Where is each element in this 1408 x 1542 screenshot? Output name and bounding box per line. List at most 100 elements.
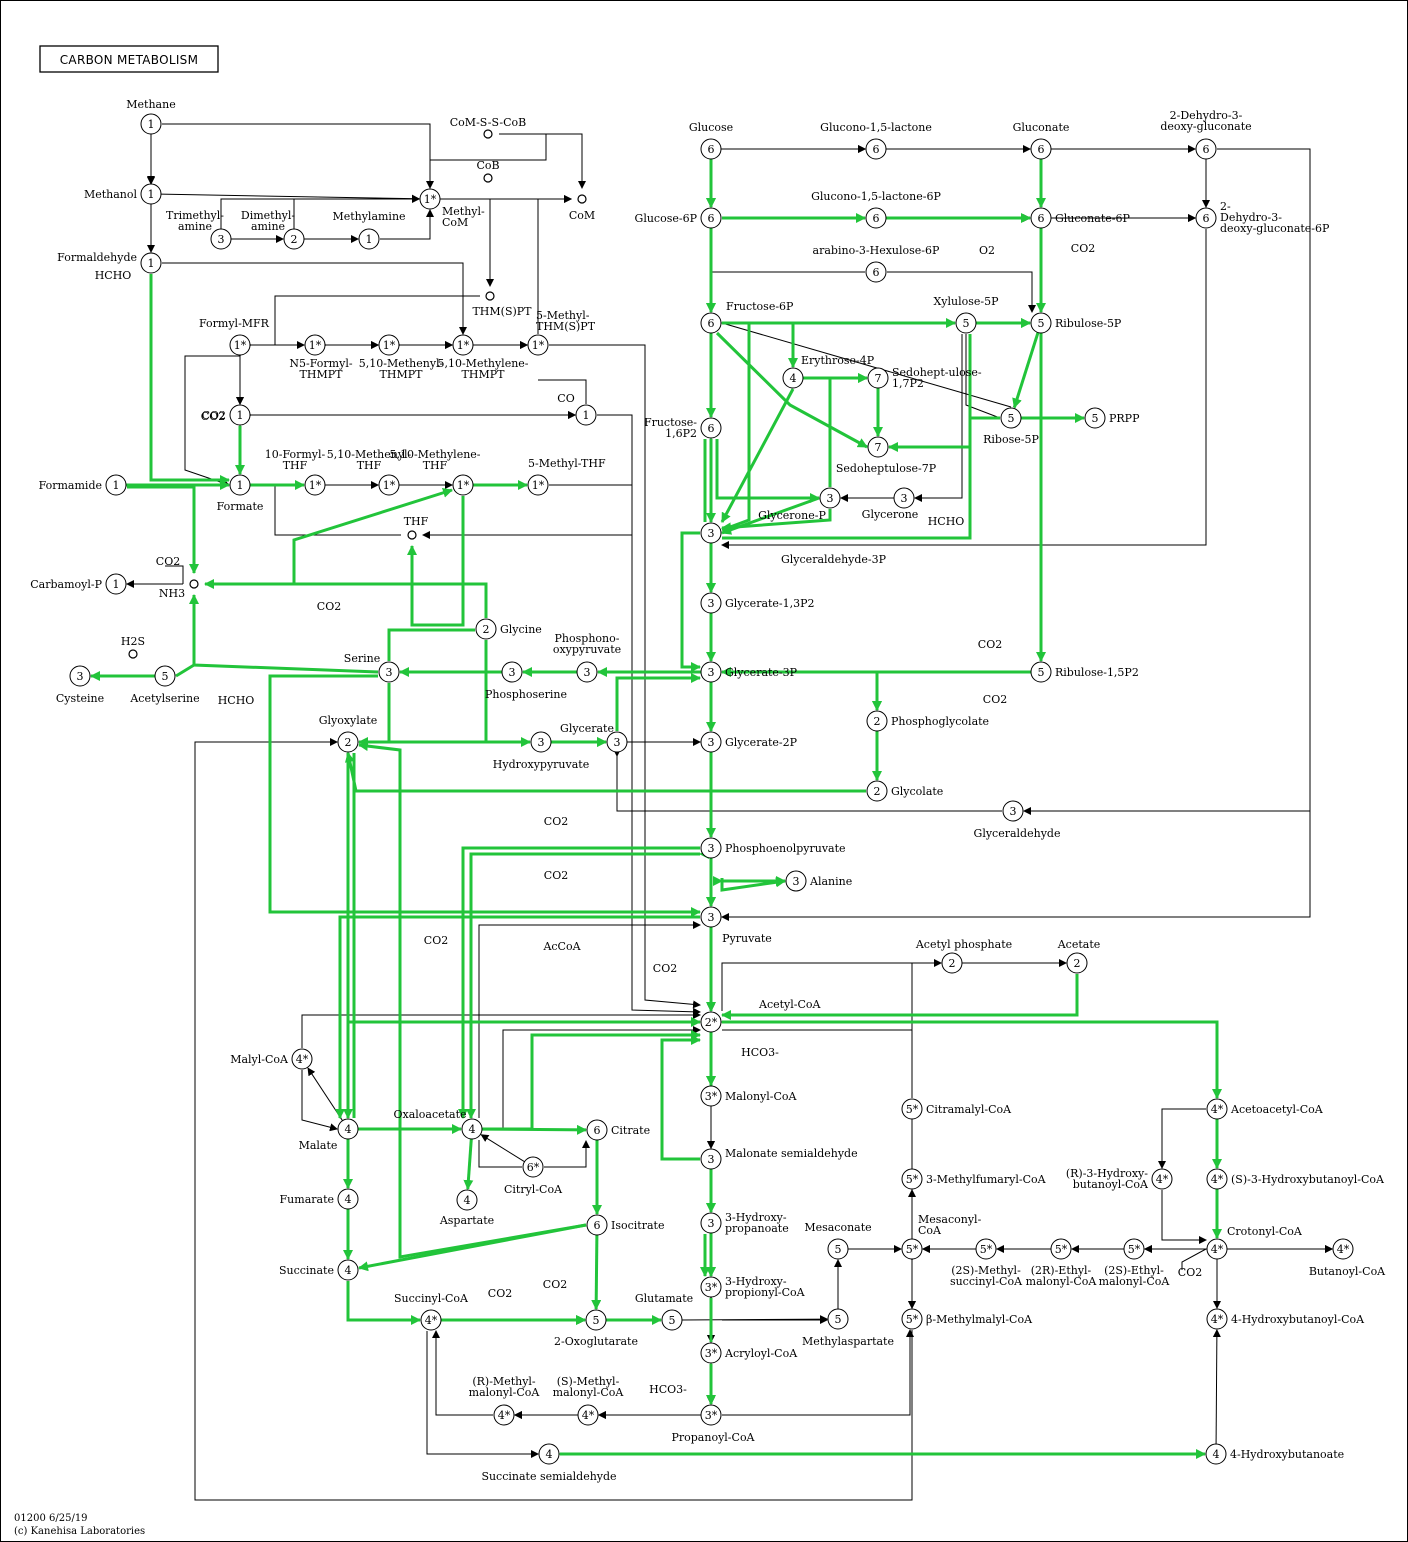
node-phosphohydroxypyruvate[interactable]: 3 [576, 661, 598, 683]
node-cysteine[interactable]: 3 [69, 665, 91, 687]
node-circle[interactable] [461, 1118, 483, 1140]
node-rmethylmalonylcoa[interactable]: 4* [493, 1404, 515, 1426]
node-rubp[interactable]: 5 [1030, 661, 1052, 683]
node-succinate[interactable]: 4 [337, 1259, 359, 1281]
node-circle[interactable] [1050, 1238, 1072, 1260]
node-circle[interactable] [867, 436, 889, 458]
node-circle[interactable] [901, 1168, 923, 1190]
node-ethylmalonylcoa[interactable]: 5* [1050, 1238, 1072, 1260]
node-circle[interactable] [337, 731, 359, 753]
node-methylenethf[interactable]: 1* [452, 474, 474, 496]
node-citrate[interactable]: 6 [586, 1119, 608, 1141]
node-circle[interactable] [1206, 1168, 1228, 1190]
node-circle[interactable] [700, 522, 722, 544]
node-phosphoglycolate[interactable]: 2 [866, 710, 888, 732]
node-formylmfr[interactable]: 1* [229, 334, 251, 356]
node-circle[interactable] [585, 1309, 607, 1331]
node-methylaspartate[interactable]: 5 [827, 1308, 849, 1330]
node-circle[interactable] [419, 188, 441, 210]
compound-circle[interactable] [407, 530, 417, 540]
node-methenylthmpt[interactable]: 1* [378, 334, 400, 356]
node-glyceronep[interactable]: 3 [819, 487, 841, 509]
node-alanine[interactable]: 3 [785, 870, 807, 892]
compound-com[interactable]: CoM [569, 194, 595, 222]
node-co[interactable]: 1 [575, 404, 597, 426]
node-circle[interactable] [358, 228, 380, 250]
node-pg3[interactable]: 3 [700, 661, 722, 683]
node-gap[interactable]: 3 [700, 522, 722, 544]
node-acryloylcoa[interactable]: 3* [700, 1342, 722, 1364]
node-circle[interactable] [456, 1189, 478, 1211]
node-acetylcoa[interactable]: 2* [700, 1011, 722, 1033]
node-mesaconylcoa[interactable]: 5* [901, 1238, 923, 1260]
node-circle[interactable] [941, 952, 963, 974]
node-oxoglutarate[interactable]: 5 [585, 1309, 607, 1331]
node-circle[interactable] [866, 780, 888, 802]
node-methylenethmpt[interactable]: 1* [452, 334, 474, 356]
node-circle[interactable] [1205, 1443, 1227, 1465]
node-circle[interactable] [866, 710, 888, 732]
node-fructose6p[interactable]: 6 [700, 312, 722, 334]
node-n5formylthmpt[interactable]: 1* [304, 334, 326, 356]
node-pyruvate[interactable]: 3 [700, 906, 722, 928]
node-circle[interactable] [865, 261, 887, 283]
node-malate[interactable]: 4 [337, 1118, 359, 1140]
node-citrylcoa[interactable]: 6* [522, 1156, 544, 1178]
compound-circle[interactable] [485, 291, 495, 301]
node-gluconolactone[interactable]: 6 [865, 138, 887, 160]
node-circle[interactable] [538, 1443, 560, 1465]
node-circle[interactable] [105, 474, 127, 496]
node-trimethylamine[interactable]: 3 [210, 228, 232, 250]
node-sethylmalonylcoa[interactable]: 5* [1123, 1238, 1145, 1260]
node-formaldehyde[interactable]: 1 [140, 252, 162, 274]
node-circle[interactable] [700, 906, 722, 928]
node-acetylserine[interactable]: 5 [154, 665, 176, 687]
node-malylcoa[interactable]: 4* [291, 1048, 313, 1070]
node-circle[interactable] [661, 1309, 683, 1331]
node-xylulose5p[interactable]: 5 [955, 312, 977, 334]
node-glycine[interactable]: 2 [475, 618, 497, 640]
node-hydroxybutanoylcoa4[interactable]: 4* [1206, 1308, 1228, 1330]
node-circle[interactable] [1030, 207, 1052, 229]
node-circle[interactable] [1084, 407, 1106, 429]
node-fructose16p2[interactable]: 6 [700, 417, 722, 439]
node-glyoxylate[interactable]: 2 [337, 731, 359, 753]
node-hydroxypyruvate[interactable]: 3 [530, 731, 552, 753]
node-circle[interactable] [1030, 138, 1052, 160]
node-circle[interactable] [304, 334, 326, 356]
node-circle[interactable] [522, 1156, 544, 1178]
node-erythrose4p[interactable]: 4 [782, 367, 804, 389]
node-circle[interactable] [865, 138, 887, 160]
compound-cob[interactable]: CoB [476, 159, 500, 183]
node-formate[interactable]: 1 [229, 474, 251, 496]
node-methylcom[interactable]: 1* [419, 188, 441, 210]
node-circle[interactable] [210, 228, 232, 250]
node-circle[interactable] [105, 573, 127, 595]
node-circle[interactable] [577, 1404, 599, 1426]
node-circle[interactable] [527, 474, 549, 496]
node-phosphoserine[interactable]: 3 [501, 661, 523, 683]
node-pg2[interactable]: 3 [700, 731, 722, 753]
node-circle[interactable] [501, 661, 523, 683]
node-oxaloacetate[interactable]: 4 [461, 1118, 483, 1140]
node-circle[interactable] [1066, 952, 1088, 974]
node-succinatesa[interactable]: 4 [538, 1443, 560, 1465]
node-propanoylcoa[interactable]: 3* [700, 1404, 722, 1426]
node-circle[interactable] [700, 138, 722, 160]
node-circle[interactable] [1030, 661, 1052, 683]
node-succinylcoa[interactable]: 4* [420, 1309, 442, 1331]
node-circle[interactable] [700, 417, 722, 439]
node-acetoacetylcoa[interactable]: 4* [1206, 1098, 1228, 1120]
node-circle[interactable] [586, 1214, 608, 1236]
node-circle[interactable] [700, 1212, 722, 1234]
node-circle[interactable] [901, 1308, 923, 1330]
node-circle[interactable] [475, 618, 497, 640]
node-sedoheptulose7p[interactable]: 7 [867, 436, 889, 458]
node-circle[interactable] [1206, 1238, 1228, 1260]
node-circle[interactable] [575, 404, 597, 426]
node-circle[interactable] [700, 1085, 722, 1107]
node-circle[interactable] [827, 1308, 849, 1330]
node-acetate[interactable]: 2 [1066, 952, 1088, 974]
node-mesaconate[interactable]: 5 [827, 1238, 849, 1260]
node-circle[interactable] [586, 1119, 608, 1141]
